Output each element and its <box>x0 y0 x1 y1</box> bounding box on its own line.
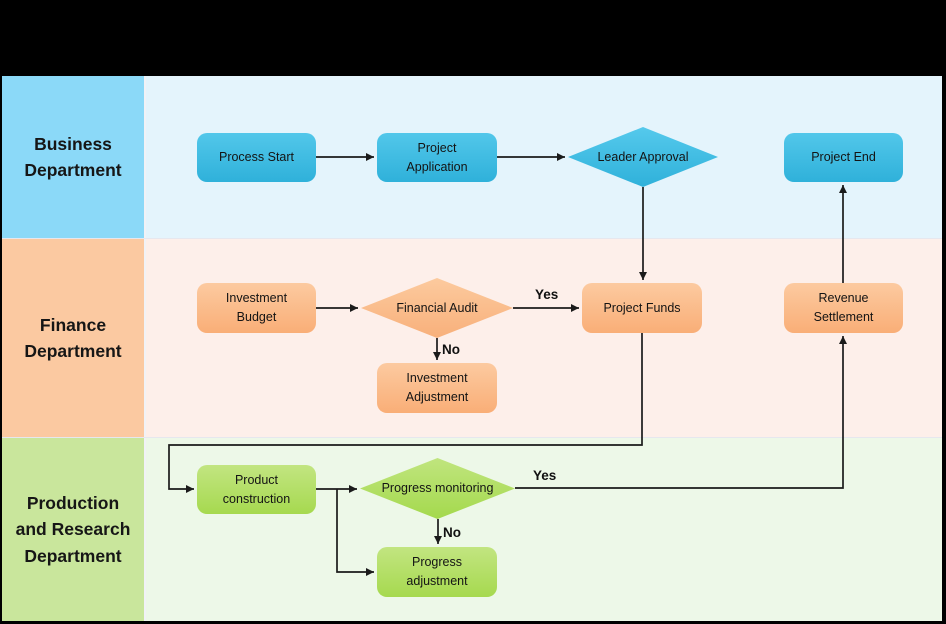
node-revenue-settlement-label: Revenue Settlement <box>813 291 874 324</box>
edge-label-audit-no: No <box>442 342 460 357</box>
node-project-end-label: Project End <box>811 150 876 165</box>
node-project-application[interactable]: Project Application <box>377 133 497 182</box>
lane-header-business: Business Department <box>2 76 146 238</box>
node-investment-adjustment-label: Investment Adjustment <box>405 371 469 404</box>
node-product-construction-label: Product construction <box>222 472 291 506</box>
node-progress-adjustment-label: Progress adjustment <box>406 555 468 588</box>
node-investment-budget-label: Investment Budget <box>225 291 288 324</box>
node-leader-approval[interactable]: Leader Approval <box>568 127 718 187</box>
diamond-shape-icon <box>361 278 513 338</box>
edge-funds-to-construction <box>168 333 643 493</box>
edge-construction-to-progress-adjustment <box>336 489 374 576</box>
diamond-shape-icon <box>360 458 515 519</box>
node-project-application-label: Project Application <box>406 140 468 174</box>
node-progress-adjustment[interactable]: Progress adjustment <box>377 547 497 597</box>
node-financial-audit-label: Financial Audit <box>396 300 478 315</box>
connector-layer <box>168 153 847 576</box>
edge-label-monitoring-yes: Yes <box>533 468 557 483</box>
node-product-construction[interactable]: Product construction <box>197 465 316 514</box>
node-leader-approval-label: Leader Approval <box>597 149 689 164</box>
lane-body-finance <box>146 239 942 437</box>
lane-header-production: Production and Research Department <box>2 438 146 621</box>
node-process-start-label: Process Start <box>218 150 295 165</box>
diamond-shape-icon <box>568 127 718 187</box>
node-progress-monitoring-label: Progress monitoring <box>381 481 494 496</box>
node-revenue-settlement[interactable]: Revenue Settlement <box>784 283 903 333</box>
node-financial-audit[interactable]: Financial Audit <box>361 278 513 338</box>
node-project-end[interactable]: Project End <box>784 133 903 182</box>
lane-finance: Finance Department <box>2 238 942 437</box>
node-investment-adjustment[interactable]: Investment Adjustment <box>377 363 497 413</box>
lane-label-finance: Finance Department <box>24 314 122 361</box>
edge-monitoring-yes-to-settlement <box>515 336 847 489</box>
node-process-start[interactable]: Process Start <box>197 133 316 182</box>
flowchart-diagram: Business Department Finance Department P… <box>2 76 942 621</box>
edge-label-audit-yes: Yes <box>535 287 559 302</box>
lane-label-business: Business Department <box>24 133 122 180</box>
node-project-funds-label: Project Funds <box>603 300 681 315</box>
edge-label-monitoring-no: No <box>443 525 461 540</box>
node-progress-monitoring[interactable]: Progress monitoring <box>360 458 515 519</box>
node-investment-budget[interactable]: Investment Budget <box>197 283 316 333</box>
node-project-funds[interactable]: Project Funds <box>582 283 702 333</box>
lane-header-finance: Finance Department <box>2 239 146 437</box>
lane-label-production: Production and Research Department <box>15 493 131 566</box>
